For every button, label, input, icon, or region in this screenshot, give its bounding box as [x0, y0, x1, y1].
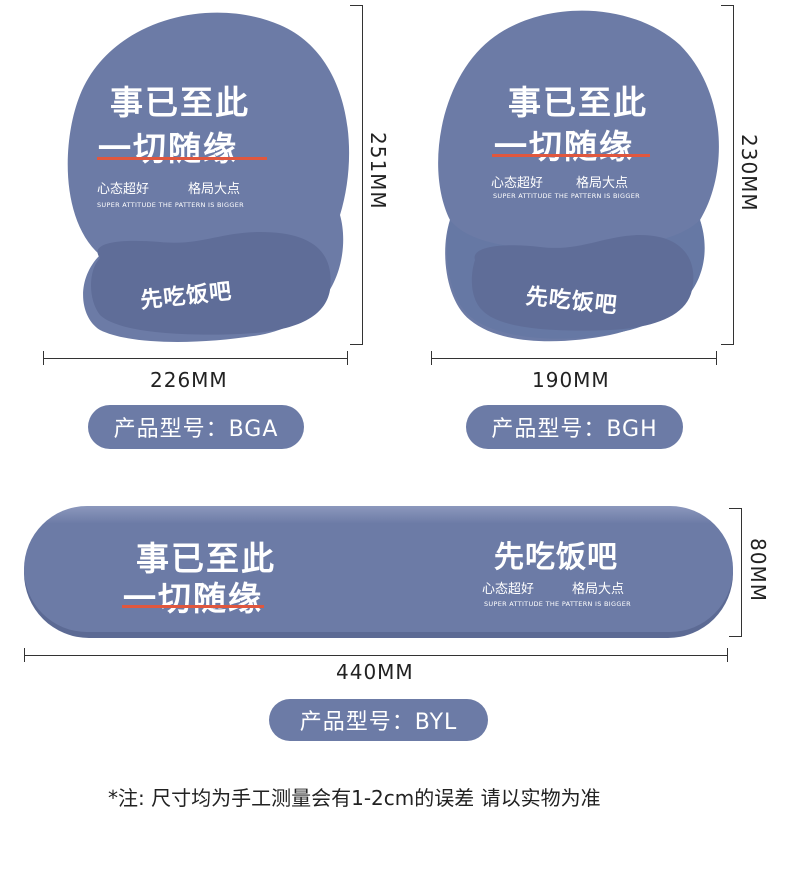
bga-width-tick-left [43, 351, 44, 365]
bgh-height-label: 230MM [737, 134, 761, 212]
bga-wrist-rest [91, 232, 331, 335]
bga-height-tick-top [350, 5, 363, 6]
bga-title-line1: 事已至此 [110, 83, 250, 122]
byl-wrist-rest [24, 506, 733, 632]
measurement-note: *注: 尺寸均为手工测量会有1-2cm的误差 请以实物为准 [108, 786, 601, 810]
bga-height-tick-bottom [350, 344, 363, 345]
byl-sub-cn-right: 格局大点 [572, 582, 625, 597]
bga-model-pill: 产品型号：BGA [88, 405, 304, 449]
bgh-title-line1: 事已至此 [508, 83, 648, 122]
bga-width-label: 226MM [150, 368, 228, 392]
byl-model-pill: 产品型号：BYL [269, 699, 488, 741]
bga-width-line [43, 358, 348, 359]
bgh-model-pill: 产品型号：BGH [466, 405, 683, 449]
bgh-width-line [431, 358, 717, 359]
byl-height-tick-bottom [729, 636, 742, 637]
bga-sub-cn-right: 格局大点 [188, 182, 241, 197]
bgh-height-tick-top [721, 5, 734, 6]
bgh-title-line2: 一切随缘 [494, 127, 634, 166]
bgh-width-tick-right [716, 351, 717, 365]
bgh-sub-cn-left: 心态超好 [491, 176, 544, 191]
bga-title-line2: 一切随缘 [98, 129, 238, 168]
bgh-title-underline [492, 154, 650, 157]
bgh-height-line [733, 5, 734, 345]
bgh-width-label: 190MM [532, 368, 610, 392]
byl-title-line2: 一切随缘 [123, 579, 263, 618]
byl-sub-en: SUPER ATTITUDE THE PATTERN IS BIGGER [484, 600, 631, 608]
bga-sub-cn-left: 心态超好 [97, 182, 150, 197]
byl-title-line1: 事已至此 [136, 539, 276, 578]
bga-height-label: 251MM [366, 132, 390, 210]
bgh-width-tick-left [431, 351, 432, 365]
bgh-wrist-rest [471, 235, 694, 331]
bgh-mousepad-shape [438, 10, 719, 342]
bga-height-line [362, 5, 363, 345]
byl-height-tick-top [729, 508, 742, 509]
byl-height-line [741, 508, 742, 637]
bga-sub-en: SUPER ATTITUDE THE PATTERN IS BIGGER [97, 201, 244, 209]
bgh-sub-en: SUPER ATTITUDE THE PATTERN IS BIGGER [493, 192, 640, 200]
byl-width-tick-left [24, 648, 25, 662]
byl-width-label: 440MM [336, 660, 414, 684]
bga-width-tick-right [347, 351, 348, 365]
bga-title-underline [97, 157, 267, 160]
byl-width-tick-right [727, 648, 728, 662]
bgh-sub-cn-right: 格局大点 [576, 176, 629, 191]
byl-height-label: 80MM [746, 538, 770, 602]
bga-mousepad-shape [67, 12, 350, 342]
bgh-height-tick-bottom [721, 344, 734, 345]
byl-rest-text: 先吃饭吧 [494, 540, 618, 575]
byl-width-line [24, 655, 728, 656]
byl-title-underline [122, 605, 264, 608]
byl-sub-cn-left: 心态超好 [482, 582, 535, 597]
